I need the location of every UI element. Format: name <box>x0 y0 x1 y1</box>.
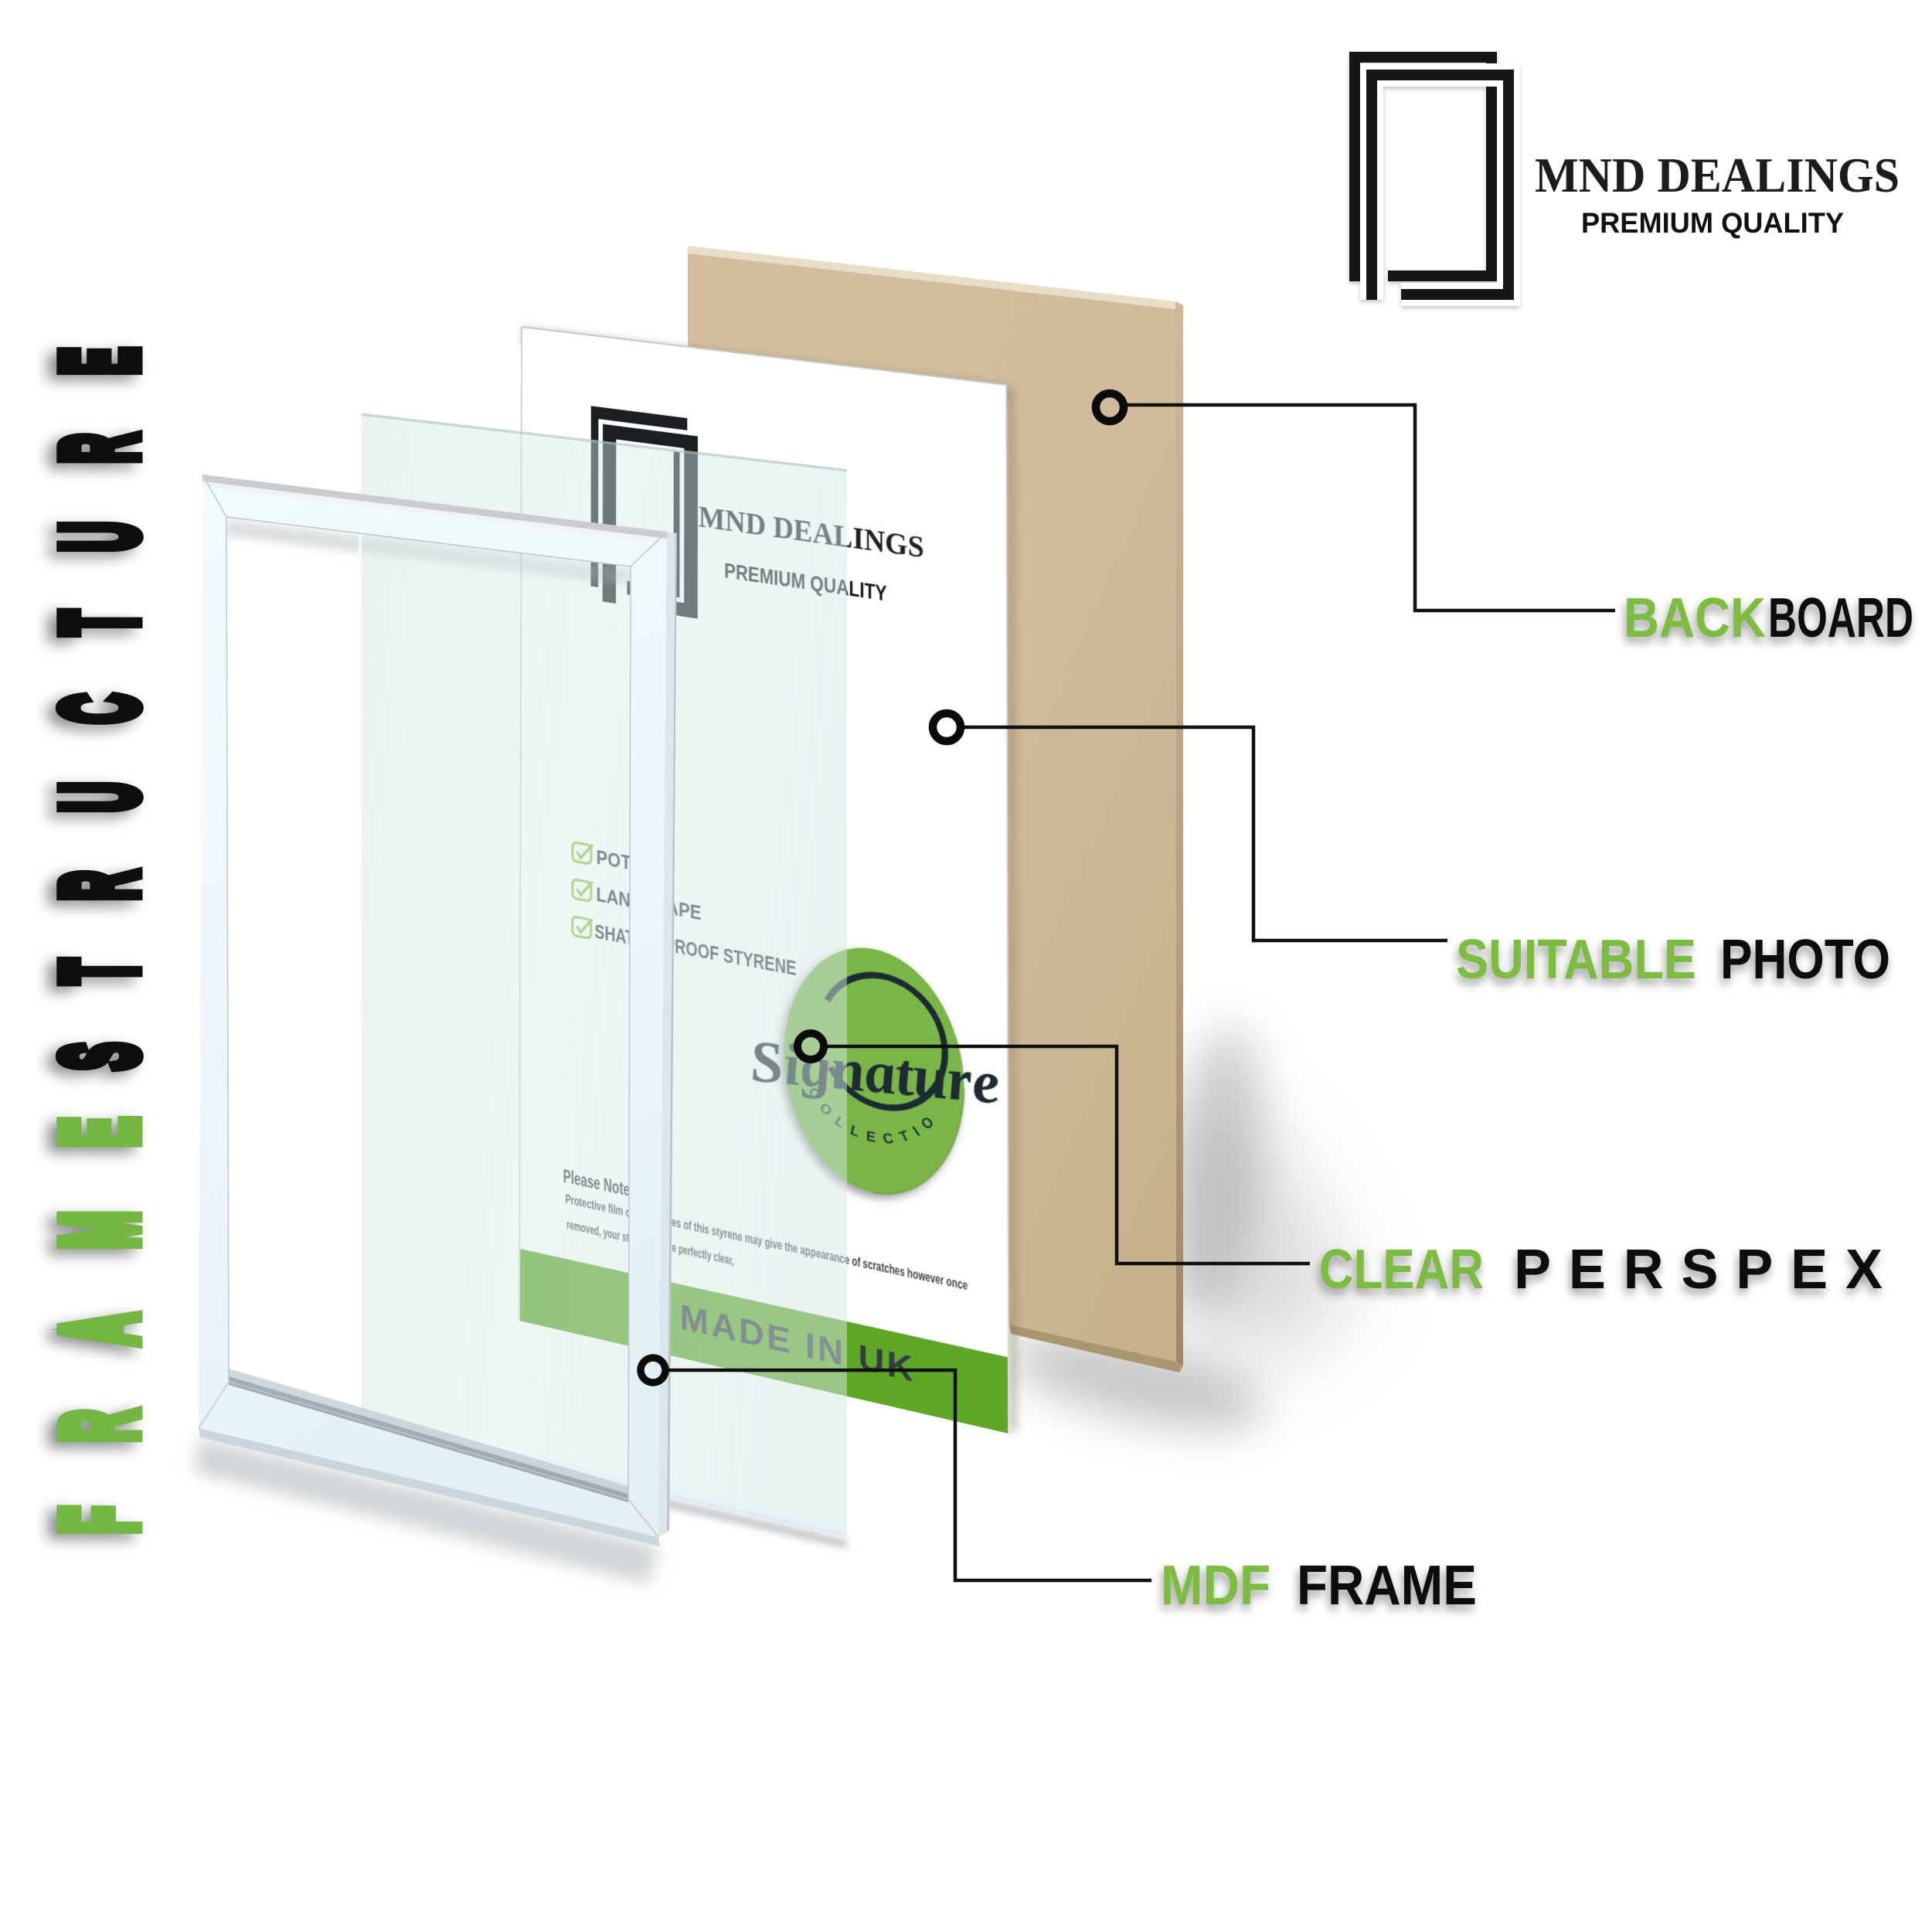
svg-text:PREMIUM QUALITY: PREMIUM QUALITY <box>1581 207 1844 239</box>
svg-text:CLEAR: CLEAR <box>1319 1239 1484 1301</box>
svg-text:PHOTO: PHOTO <box>1720 929 1890 991</box>
svg-text:MDF: MDF <box>1161 1555 1270 1617</box>
svg-text:STRUCTURE: STRUCTURE <box>41 289 159 1070</box>
svg-text:BOARD: BOARD <box>1768 587 1913 649</box>
svg-text:MND DEALINGS: MND DEALINGS <box>1535 148 1900 202</box>
svg-text:PERSPEX: PERSPEX <box>1514 1239 1883 1301</box>
svg-text:FRAME: FRAME <box>1297 1555 1477 1617</box>
svg-text:FRAME: FRAME <box>41 1053 159 1534</box>
svg-text:BACK: BACK <box>1624 587 1766 649</box>
svg-text:SUITABLE: SUITABLE <box>1456 929 1696 991</box>
